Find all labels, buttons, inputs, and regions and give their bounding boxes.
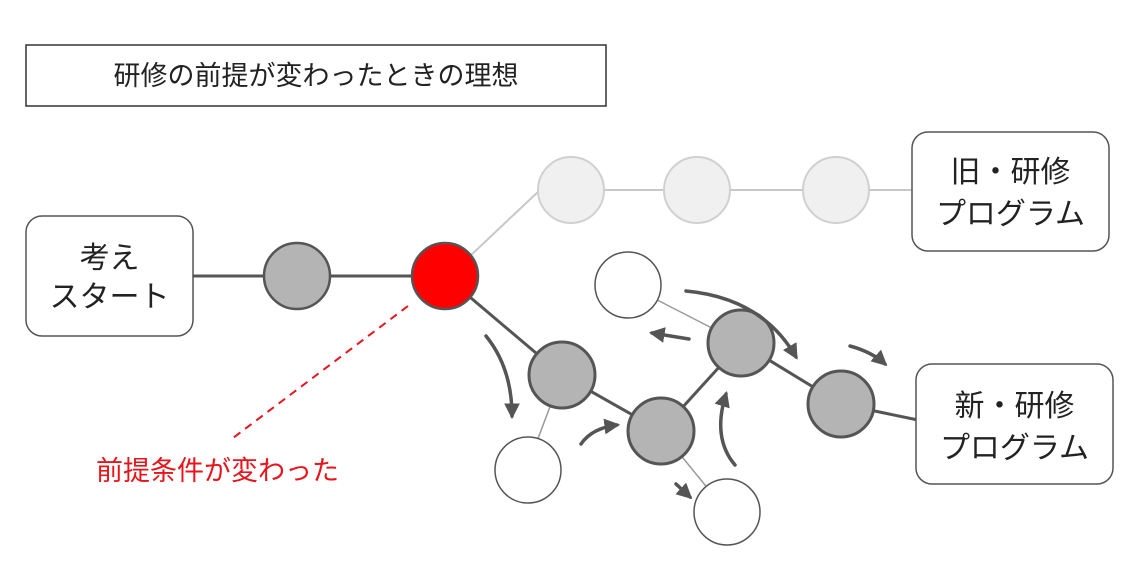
new-path-nodes: [527, 308, 876, 466]
arrow-up: [714, 390, 737, 467]
old-program-box-line-1: 旧・研修: [951, 155, 1071, 190]
new-path-node-3: [706, 308, 776, 378]
premise-change-node: [410, 241, 480, 311]
trial-arrows: [484, 289, 888, 500]
new-path-node-2: [626, 396, 696, 466]
premise-changed-label: 前提条件が変わった: [96, 456, 339, 487]
arrow-small-down: [674, 482, 693, 500]
old-program-box: 旧・研修 プログラム: [911, 131, 1110, 252]
new-program-box: 新・研修 プログラム: [915, 363, 1114, 485]
arrow-top-curve: [684, 289, 798, 360]
old-path-node-1: [537, 156, 605, 224]
dead-end-node-1: [594, 251, 662, 319]
arrow-to-new: [848, 344, 888, 367]
old-program-box-line-2: プログラム: [936, 197, 1085, 232]
new-program-box-line-1: 新・研修: [955, 389, 1075, 424]
old-path-node-2: [663, 156, 731, 224]
dead-end-node-3: [693, 478, 761, 546]
arrow-left: [648, 327, 691, 343]
old-path-node-3: [802, 156, 870, 224]
old-path-branch-line: [469, 189, 541, 257]
dead-end-node-2: [494, 436, 562, 504]
start-box: 考え スタート: [25, 215, 194, 337]
start-box-line-2: スタート: [50, 280, 170, 315]
premise-change-dashed-line: [232, 305, 409, 439]
dead-end-nodes: [494, 251, 761, 546]
new-path-node-4: [806, 369, 876, 439]
new-path-node-1: [527, 340, 597, 410]
arrow-down-left: [484, 334, 520, 420]
page-title: 研修の前提が変わったときの理想: [114, 61, 519, 92]
start-path-node: [262, 241, 332, 311]
old-path: [469, 156, 912, 257]
start-box-line-1: 考え: [80, 241, 140, 276]
title-box: 研修の前提が変わったときの理想: [25, 44, 607, 107]
arrow-curve-right: [579, 418, 621, 446]
new-program-box-line-2: プログラム: [940, 431, 1089, 466]
